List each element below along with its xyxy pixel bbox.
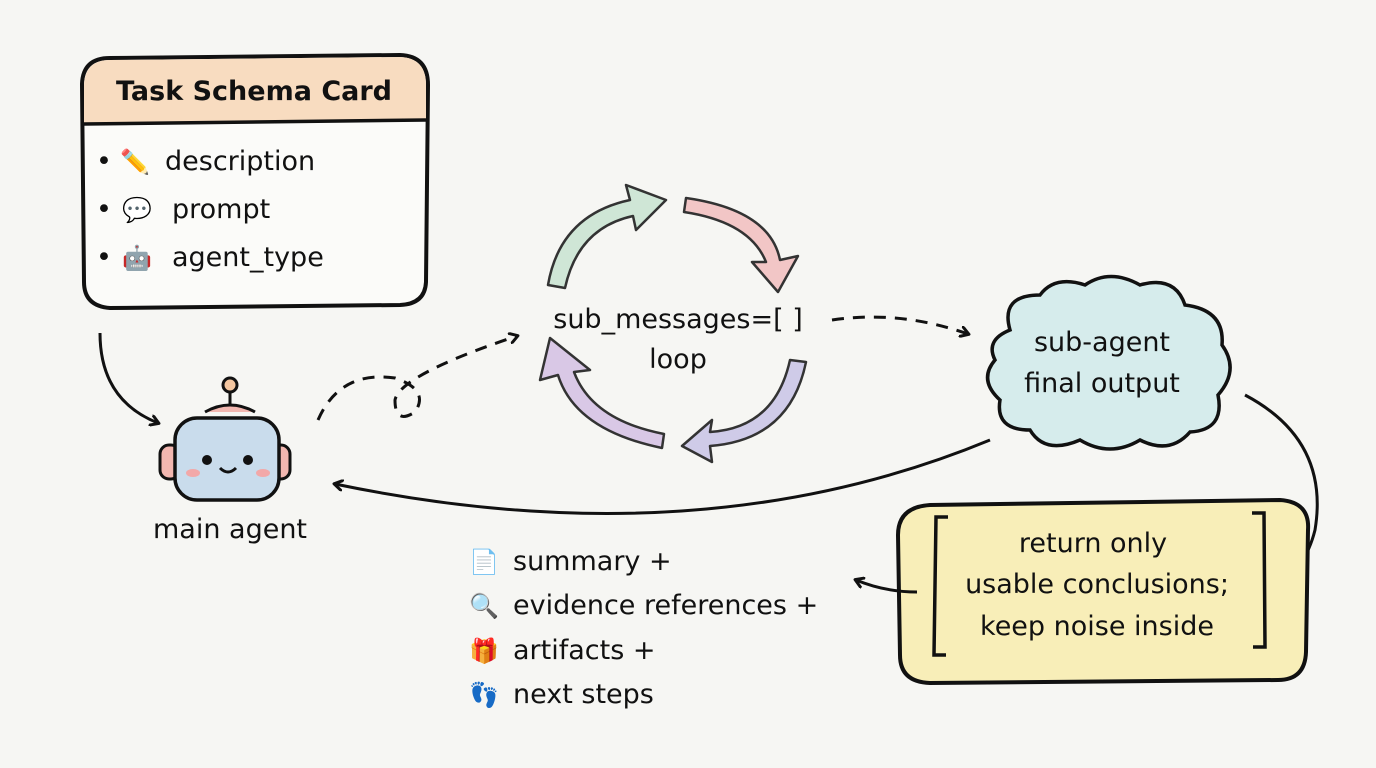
subagent-line1: sub-agent <box>1033 327 1171 358</box>
loop-cycle-arrows <box>538 183 808 464</box>
footprints-icon: 👣 <box>469 681 499 709</box>
return-line3: keep noise inside <box>980 611 1214 642</box>
bullet: • <box>96 194 112 225</box>
card-item-prompt: prompt <box>172 194 271 225</box>
main-agent-robot-icon <box>158 376 292 502</box>
output-summary: summary + <box>513 546 672 577</box>
return-line1: return only <box>1018 528 1168 559</box>
output-evidence: evidence references + <box>513 590 819 621</box>
agent-to-loop-dashed-arrow <box>316 336 517 421</box>
subagent-line2: final output <box>1024 368 1180 399</box>
speech-bubble-icon: 💬 <box>122 196 152 224</box>
return-line2: usable conclusions; <box>965 569 1229 600</box>
task-schema-card <box>79 52 431 311</box>
robot-icon: 🤖 <box>122 244 152 272</box>
sub-agent-cloud <box>985 274 1232 451</box>
document-icon: 📄 <box>469 548 499 576</box>
output-artifacts: artifacts + <box>513 635 656 666</box>
output-next-steps: next steps <box>513 679 654 710</box>
loop-to-subagent-dashed-arrow <box>831 315 968 334</box>
return-to-agent-arrow <box>335 438 991 515</box>
card-to-agent-arrow <box>98 332 158 423</box>
loop-line1: sub_messages=[ ] <box>553 304 803 335</box>
return-box <box>895 497 1311 686</box>
card-title: Task Schema Card <box>116 76 392 107</box>
card-item-agent-type: agent_type <box>172 242 324 273</box>
loop-line2: loop <box>649 344 707 375</box>
main-agent-label: main agent <box>152 514 308 545</box>
card-item-description: description <box>165 146 316 177</box>
box-to-outputs-arrow <box>856 580 918 594</box>
magnifier-icon: 🔍 <box>469 592 499 620</box>
bullet: • <box>96 242 112 273</box>
gift-icon: 🎁 <box>469 637 499 665</box>
pencil-icon: ✏️ <box>120 148 150 176</box>
bullet: • <box>96 146 112 177</box>
